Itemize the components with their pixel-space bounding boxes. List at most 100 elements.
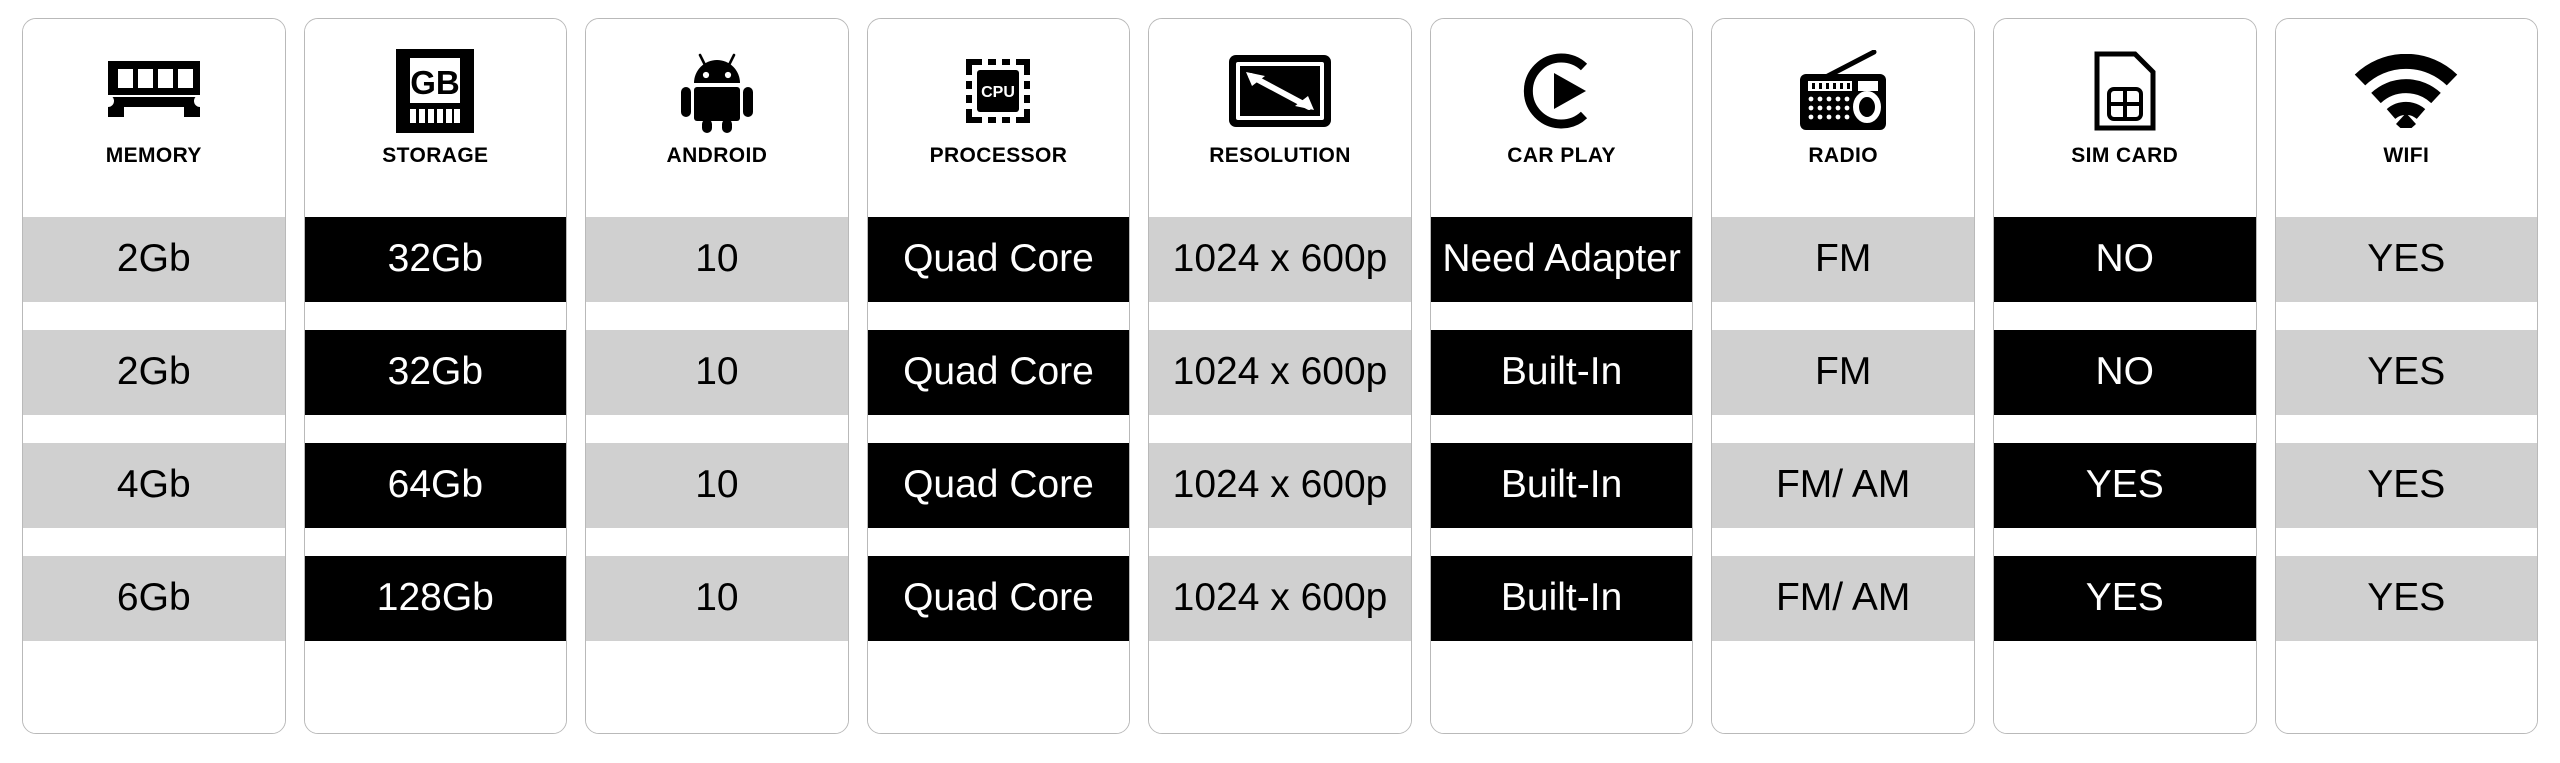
column-header-label: SIM CARD xyxy=(2071,144,2179,167)
row-separator xyxy=(304,415,567,443)
cell-value: 2Gb xyxy=(116,237,191,281)
table-cell: Built-In xyxy=(1430,556,1693,641)
card-header-memory: MEMORY xyxy=(23,19,285,217)
cell-value: YES xyxy=(2367,237,2446,281)
row-separator xyxy=(867,415,1130,443)
row-separator xyxy=(586,302,848,330)
cell-value: 4Gb xyxy=(116,463,191,507)
row-separator xyxy=(867,302,1130,330)
table-cell: 10 xyxy=(586,556,848,641)
cell-value: Built-In xyxy=(1500,463,1623,507)
table-cell: Quad Core xyxy=(867,330,1130,415)
row-separator xyxy=(304,528,567,556)
cell-value: FM xyxy=(1815,237,1872,281)
cell-value: FM/ AM xyxy=(1775,576,1911,620)
spec-card-radio: RADIO FM FM FM/ AM FM/ AM xyxy=(1711,18,1975,734)
table-cell: 32Gb xyxy=(304,330,567,415)
storage-gb-icon: GB xyxy=(396,45,475,137)
row-separator xyxy=(1430,302,1693,330)
cell-value: Need Adapter xyxy=(1442,237,1681,281)
cell-value: Quad Core xyxy=(903,350,1094,394)
row-separator xyxy=(1149,415,1411,443)
row-separator xyxy=(586,415,848,443)
column-header-label: MEMORY xyxy=(105,144,202,167)
table-cell: Quad Core xyxy=(867,556,1130,641)
android-robot-icon xyxy=(680,45,753,137)
card-footer-space xyxy=(1149,641,1411,733)
cell-value: YES xyxy=(2367,576,2446,620)
cell-value: 1024 x 600p xyxy=(1172,463,1388,507)
card-footer-space xyxy=(1993,641,2256,733)
card-header-carplay: CAR PLAY xyxy=(1430,19,1693,217)
row-separator xyxy=(1149,302,1411,330)
row-separator xyxy=(586,528,848,556)
row-separator xyxy=(1712,415,1974,443)
row-separator xyxy=(1712,528,1974,556)
row-separator xyxy=(1149,528,1411,556)
column-header-label: RADIO xyxy=(1808,144,1878,167)
cell-value: Built-In xyxy=(1500,576,1623,620)
row-separator xyxy=(1430,415,1693,443)
table-cell: FM xyxy=(1712,330,1974,415)
memory-ram-icon xyxy=(103,45,204,137)
table-cell: 10 xyxy=(586,330,848,415)
cell-value: 10 xyxy=(695,350,739,394)
card-rows-radio: FM FM FM/ AM FM/ AM xyxy=(1712,217,1974,733)
cell-value: Quad Core xyxy=(903,237,1094,281)
cell-value: 10 xyxy=(695,576,739,620)
cell-value: 128Gb xyxy=(376,576,494,620)
table-cell: Quad Core xyxy=(867,217,1130,302)
row-separator xyxy=(1993,415,2256,443)
cell-value: NO xyxy=(2095,237,2154,281)
cell-value: YES xyxy=(2367,350,2446,394)
row-separator xyxy=(1993,302,2256,330)
table-cell: YES xyxy=(2275,217,2538,302)
svg-text:GB: GB xyxy=(411,64,461,101)
card-footer-space xyxy=(304,641,567,733)
table-cell: YES xyxy=(2275,556,2538,641)
card-footer-space xyxy=(867,641,1130,733)
card-footer-space xyxy=(1712,641,1974,733)
table-cell: 6Gb xyxy=(23,556,285,641)
row-separator xyxy=(23,415,285,443)
cpu-chip-icon: CPU xyxy=(956,45,1040,137)
cell-value: 32Gb xyxy=(387,350,484,394)
table-cell: NO xyxy=(1993,217,2256,302)
table-cell: Built-In xyxy=(1430,443,1693,528)
card-header-wifi: WIFI xyxy=(2275,19,2538,217)
row-separator xyxy=(1712,302,1974,330)
cell-value: NO xyxy=(2095,350,2154,394)
table-cell: 2Gb xyxy=(23,217,285,302)
card-header-radio: RADIO xyxy=(1712,19,1974,217)
cell-value: 6Gb xyxy=(116,576,191,620)
table-cell: YES xyxy=(1993,556,2256,641)
cell-value: 1024 x 600p xyxy=(1172,237,1388,281)
table-cell: 4Gb xyxy=(23,443,285,528)
radio-icon xyxy=(1794,45,1892,137)
table-cell: YES xyxy=(2275,443,2538,528)
row-separator xyxy=(1430,528,1693,556)
cell-value: 10 xyxy=(695,463,739,507)
row-separator xyxy=(1993,528,2256,556)
column-header-label: ANDROID xyxy=(666,144,768,167)
table-cell: YES xyxy=(1993,443,2256,528)
cell-value: Quad Core xyxy=(903,576,1094,620)
cell-value: FM/ AM xyxy=(1775,463,1911,507)
table-cell: FM/ AM xyxy=(1712,443,1974,528)
cell-value: 64Gb xyxy=(387,463,484,507)
row-separator xyxy=(2275,302,2538,330)
row-separator xyxy=(2275,528,2538,556)
card-header-android: ANDROID xyxy=(586,19,848,217)
cell-value: YES xyxy=(2085,576,2164,620)
table-cell: YES xyxy=(2275,330,2538,415)
